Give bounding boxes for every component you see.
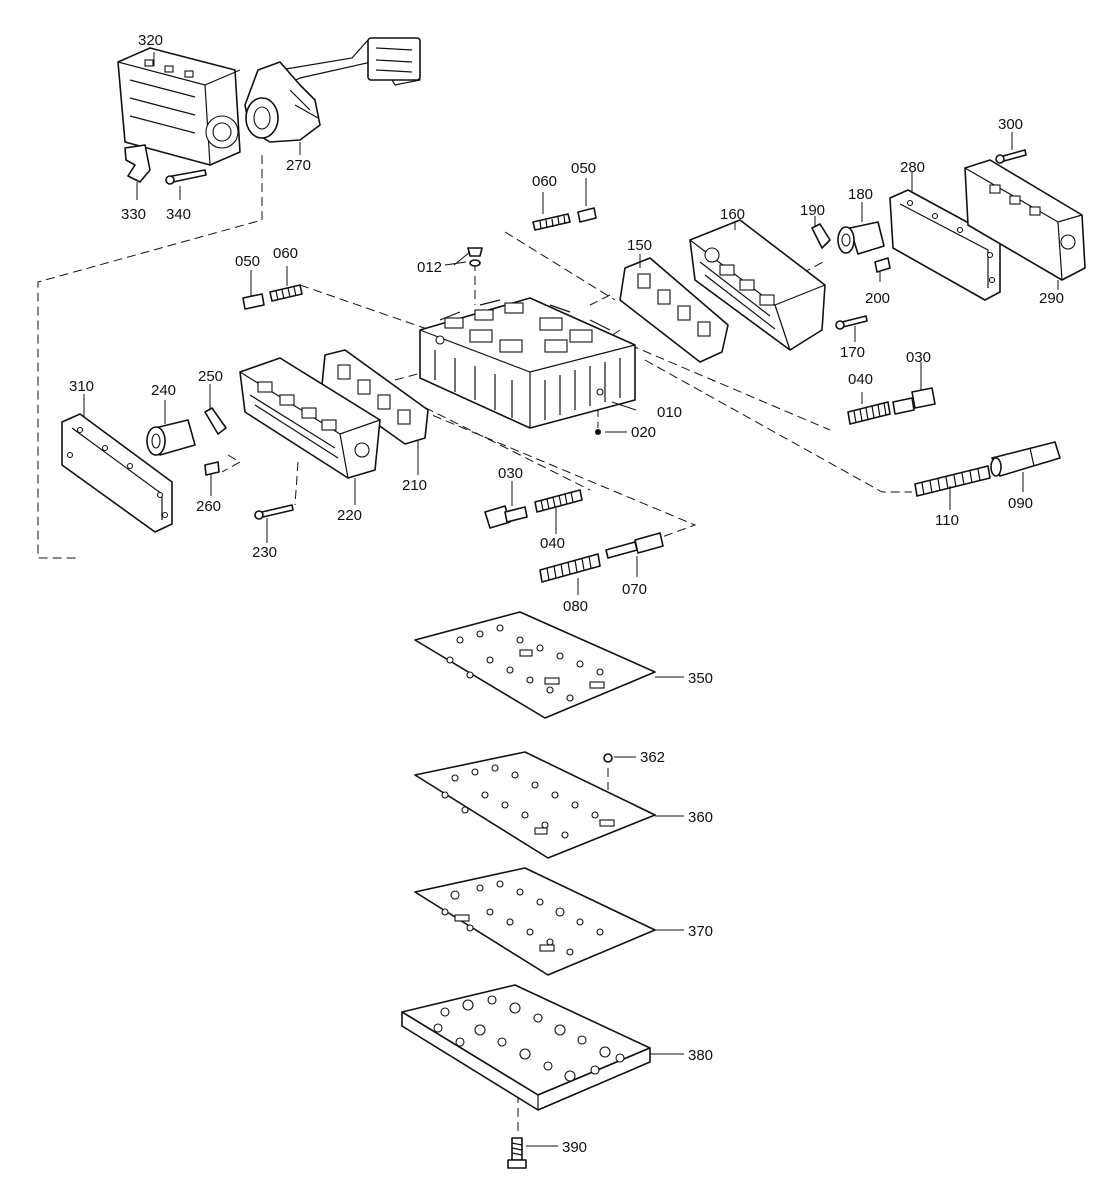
label-080: 080 [563,598,588,615]
part-330-bracket [124,144,151,183]
part-340-bolt [165,169,207,185]
part-220-valve-body [239,357,381,479]
part-380-valve-plate [401,984,651,1111]
part-350-plate [414,611,656,719]
label-362: 362 [640,749,665,766]
part-260-screw [204,461,220,476]
label-060-left: 060 [273,245,298,262]
label-070: 070 [622,581,647,598]
part-190-clip [811,223,831,249]
part-050-060-upper [532,207,597,231]
label-220: 220 [337,507,362,524]
label-320: 320 [138,32,163,49]
label-160: 160 [720,206,745,223]
part-180-solenoid [837,221,885,255]
label-310: 310 [69,378,94,395]
part-040-spring-left [534,489,583,513]
label-380: 380 [688,1047,713,1064]
label-090: 090 [1008,495,1033,512]
part-310-gasket [61,413,173,533]
label-290: 290 [1039,290,1064,307]
part-362-plug [603,753,613,763]
part-030-piston-left [484,505,528,529]
part-200-screw [874,257,891,273]
label-370: 370 [688,923,713,940]
assembly-dashed-lines [37,155,912,1135]
part-030-piston-right [892,387,936,415]
label-030-right: 030 [906,349,931,366]
label-040-right: 040 [848,371,873,388]
part-320-cover [117,47,241,166]
part-080-spring [539,553,601,583]
label-300: 300 [998,116,1023,133]
part-090-valve [990,441,1061,477]
label-360: 360 [688,809,713,826]
leader-lines [83,52,1059,1147]
label-200: 200 [865,290,890,307]
part-010-valve-body [419,297,636,429]
label-350: 350 [688,670,713,687]
part-370-plate [414,867,656,976]
part-270-harness [244,37,421,143]
label-170: 170 [840,344,865,361]
label-330: 330 [121,206,146,223]
part-250-clip [204,407,227,435]
label-240: 240 [151,382,176,399]
part-240-solenoid [146,419,196,456]
part-110-spring [914,465,991,497]
part-390-bolt [507,1137,527,1169]
label-030-left: 030 [498,465,523,482]
label-110: 110 [935,512,959,529]
part-number-labels: 320 270 330 340 060 050 050 060 012 150 … [69,32,1064,1156]
part-160-cover [689,219,826,351]
label-230: 230 [252,544,277,561]
part-170-bolt [835,315,868,330]
part-020-ball [595,429,601,435]
part-012-plug [467,247,483,267]
label-210: 210 [402,477,427,494]
label-020: 020 [631,424,656,441]
label-180: 180 [848,186,873,203]
label-280: 280 [900,159,925,176]
label-050-upper: 050 [571,160,596,177]
label-190: 190 [800,202,825,219]
label-270: 270 [286,157,311,174]
part-230-bolt [254,504,294,520]
label-012: 012 [417,259,442,276]
part-150-gasket [619,257,729,363]
label-060-upper: 060 [532,173,557,190]
part-280-gasket [889,189,1001,301]
part-300-bolt [995,149,1027,164]
part-360-plate [414,751,656,859]
label-150: 150 [627,237,652,254]
label-390: 390 [562,1139,587,1156]
label-250: 250 [198,368,223,385]
part-290-cover [964,159,1086,281]
label-010: 010 [657,404,682,421]
label-040-left: 040 [540,535,565,552]
part-050-060-left [242,284,303,310]
part-040-spring-right [847,401,891,425]
part-070-valve-spool [605,532,664,559]
label-340: 340 [166,206,191,223]
label-260: 260 [196,498,221,515]
label-050-left: 050 [235,253,260,270]
